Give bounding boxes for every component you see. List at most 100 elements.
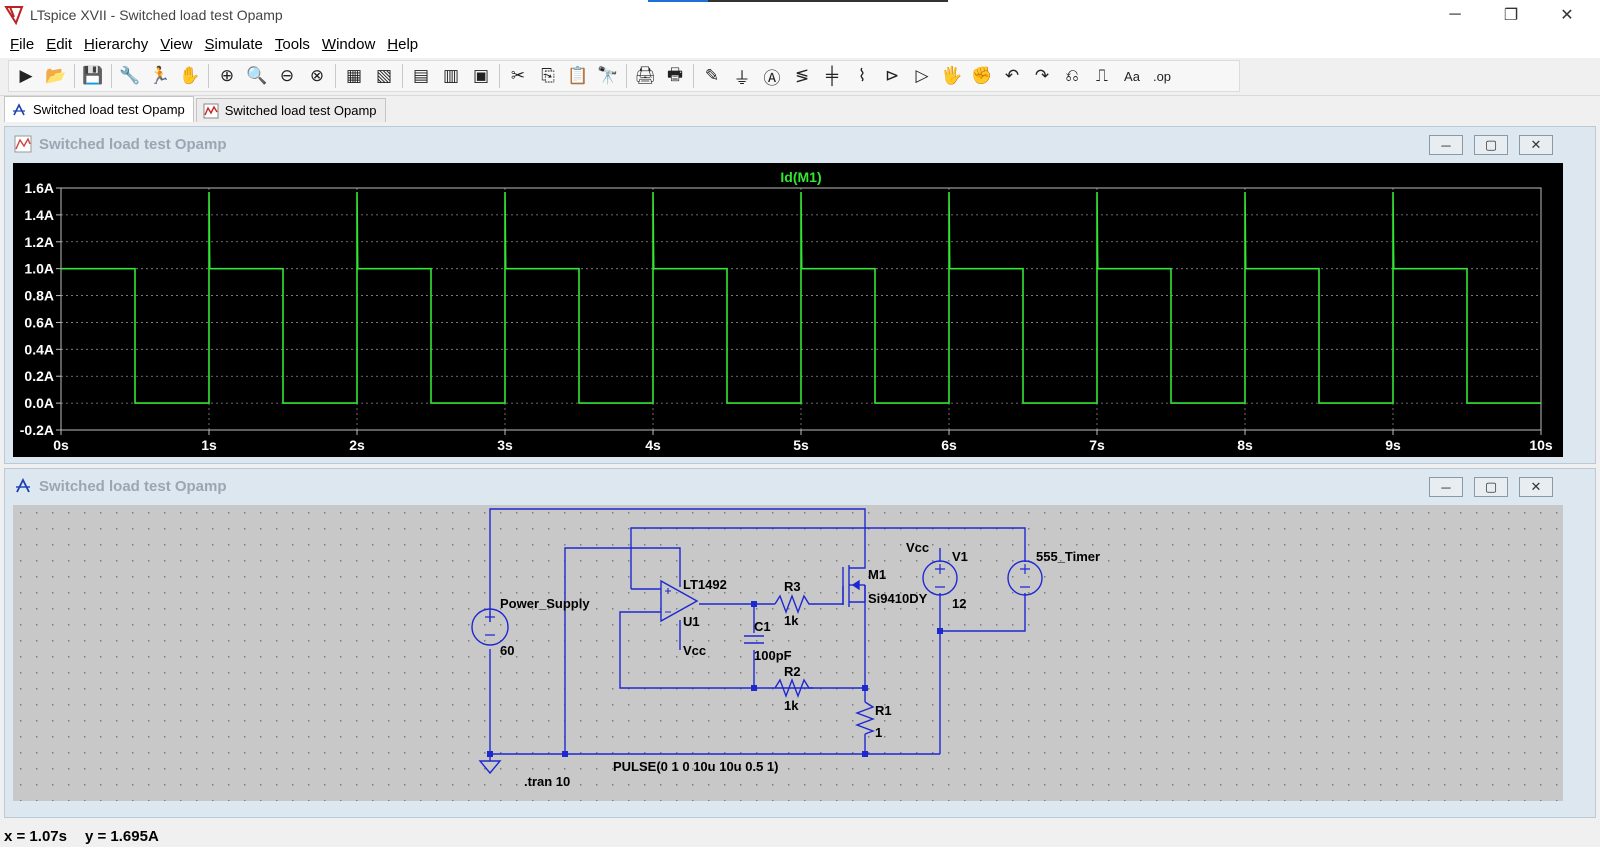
- tab-waveform[interactable]: Switched load test Opamp: [195, 98, 386, 122]
- autorange-icon[interactable]: ▦: [345, 66, 363, 85]
- save-icon[interactable]: 💾: [82, 66, 104, 85]
- x-tick-label: 4s: [645, 437, 661, 453]
- y-tick-label: -0.2A: [20, 422, 54, 438]
- copy-icon[interactable]: ⎘: [541, 66, 555, 85]
- ground-symbol[interactable]: [478, 760, 502, 775]
- resistor-r2[interactable]: [774, 678, 813, 698]
- mark-icon[interactable]: ▧: [375, 66, 393, 85]
- inductor-icon[interactable]: ⌇: [857, 66, 867, 85]
- trace-id-m1: [61, 191, 1541, 404]
- component-icon[interactable]: ▷: [915, 66, 929, 85]
- schematic-close-button[interactable]: ✕: [1519, 477, 1553, 497]
- schematic-icon: [16, 477, 30, 493]
- y-tick-label: 0.0A: [24, 395, 54, 411]
- cascade-icon[interactable]: ▣: [472, 66, 490, 85]
- cut-icon[interactable]: ✂: [510, 66, 526, 85]
- opamp-u1[interactable]: [660, 579, 699, 623]
- diode-icon[interactable]: ⊳: [884, 66, 900, 85]
- open-icon[interactable]: 📂: [45, 66, 67, 85]
- label-r3-ref: R3: [784, 579, 801, 594]
- x-tick-label: 2s: [349, 437, 365, 453]
- ltspice-logo-icon: [4, 6, 24, 25]
- drag-hand-icon[interactable]: ✊: [971, 66, 993, 85]
- resistor-r1[interactable]: [855, 701, 875, 735]
- text-icon[interactable]: Aa: [1124, 68, 1140, 84]
- window-title: LTspice XVII - Switched load test Opamp: [30, 7, 283, 23]
- schematic-minimize-button[interactable]: ─: [1429, 477, 1463, 497]
- label-r2-value: 1k: [784, 698, 799, 713]
- waveform-minimize-button[interactable]: ─: [1429, 135, 1463, 155]
- menu-hierarchy[interactable]: Hierarchy: [84, 35, 149, 53]
- toolbar-separator: [693, 64, 694, 88]
- menu-help[interactable]: Help: [387, 35, 419, 53]
- tile-vertical-icon[interactable]: ▥: [442, 66, 460, 85]
- trace-legend-label[interactable]: Id(M1): [780, 169, 821, 185]
- capacitor-icon[interactable]: ╪: [825, 66, 839, 85]
- resistor-r3[interactable]: [774, 594, 813, 614]
- menu-simulate[interactable]: Simulate: [204, 35, 263, 53]
- cursor-y-readout: y = 1.695A: [84, 827, 159, 845]
- wire-pencil-icon[interactable]: ✎: [704, 66, 720, 85]
- ground-icon[interactable]: ⏚: [733, 68, 751, 88]
- menu-tools[interactable]: Tools: [274, 35, 310, 53]
- waveform-close-button[interactable]: ✕: [1519, 135, 1553, 155]
- waveform-icon: [14, 135, 32, 153]
- menu-file[interactable]: File: [10, 35, 35, 53]
- x-tick-label: 7s: [1089, 437, 1105, 453]
- schematic-canvas[interactable]: Power_Supply 60 LT1492 U1 Vcc C1 100pF R…: [13, 505, 1563, 801]
- tab-schematic[interactable]: Switched load test Opamp: [4, 96, 194, 122]
- find-icon[interactable]: 🔭: [597, 66, 619, 85]
- undo-icon[interactable]: ↶: [1004, 66, 1020, 85]
- document-tabs: Switched load test Opamp Switched load t…: [0, 96, 1600, 122]
- menu-edit[interactable]: Edit: [46, 35, 73, 53]
- mirror-icon[interactable]: ⎍: [1096, 66, 1108, 85]
- power-supply-source[interactable]: [471, 608, 509, 646]
- schematic-window-title: Switched load test Opamp: [39, 477, 227, 495]
- print-icon[interactable]: 🖨: [634, 66, 656, 85]
- x-tick-label: 0s: [53, 437, 69, 453]
- label-icon[interactable]: Ⓐ: [763, 68, 781, 88]
- mosfet-m1[interactable]: [842, 565, 866, 607]
- label-v1-ref: V1: [952, 549, 968, 564]
- zoom-fit-icon[interactable]: 🔍: [246, 66, 268, 85]
- move-hand-icon[interactable]: 🖐: [941, 66, 963, 85]
- y-tick-label: 1.0A: [24, 261, 54, 277]
- label-r1-value: 1: [875, 725, 882, 740]
- zoom-in-icon[interactable]: ⊕: [219, 66, 235, 85]
- minimize-button[interactable]: ─: [1449, 6, 1461, 23]
- label-c1-value: 100pF: [754, 648, 792, 663]
- paste-icon[interactable]: 📋: [567, 66, 589, 85]
- run-man-icon[interactable]: 🏃: [149, 66, 171, 85]
- zoom-cancel-icon[interactable]: ⊗: [309, 66, 325, 85]
- tile-horizontal-icon[interactable]: ▤: [412, 66, 430, 85]
- v1-source[interactable]: [922, 560, 958, 596]
- schematic-junctions: [487, 601, 943, 757]
- run-icon[interactable]: ▶: [19, 66, 33, 85]
- control-panel-icon[interactable]: 🔧: [119, 66, 141, 85]
- menu-window[interactable]: Window: [321, 35, 376, 53]
- waveform-plot[interactable]: 1.6A1.4A1.2A1.0A0.8A0.6A0.4A0.2A0.0A-0.2…: [13, 163, 1563, 457]
- waveform-maximize-button[interactable]: ▢: [1474, 135, 1508, 155]
- toolbar-strip: ▶ 📂 💾 🔧 🏃 ✋ ⊕ 🔍 ⊖ ⊗ ▦ ▧ ▤ ▥ ▣ ✂ ⎘ 📋 🔭 🖨 🖶 ✎ ⏚ Ⓐ ≶ ╪ ⌇ ⊳ ▷ 🖐 ✊ ↶ ↷ ⎌ ⎍ Aa .op: [8, 60, 1240, 92]
- rotate-icon[interactable]: ⎌: [1065, 66, 1079, 85]
- y-tick-label: 0.6A: [24, 314, 54, 330]
- y-tick-label: 0.4A: [24, 341, 54, 357]
- waveform-window-titlebar: Switched load test Opamp ─ ▢ ✕: [5, 127, 1595, 161]
- zoom-out-icon[interactable]: ⊖: [279, 66, 295, 85]
- waveform-window-title: Switched load test Opamp: [39, 135, 227, 153]
- capacitor-c1[interactable]: [744, 635, 764, 644]
- timer-555-source[interactable]: [1007, 560, 1043, 596]
- resistor-icon[interactable]: ≶: [794, 66, 810, 85]
- spice-directive-icon[interactable]: .op: [1152, 68, 1172, 84]
- print-setup-icon[interactable]: 🖶: [666, 64, 684, 84]
- menu-view[interactable]: View: [160, 35, 193, 53]
- pan-hand-icon[interactable]: ✋: [179, 66, 201, 85]
- schematic-maximize-button[interactable]: ▢: [1474, 477, 1508, 497]
- close-button[interactable]: ✕: [1560, 7, 1574, 24]
- toolbar-separator: [74, 64, 75, 88]
- redo-icon[interactable]: ↷: [1034, 66, 1050, 85]
- restore-button[interactable]: ❐: [1503, 7, 1519, 24]
- label-m1-model: Si9410DY: [868, 591, 928, 606]
